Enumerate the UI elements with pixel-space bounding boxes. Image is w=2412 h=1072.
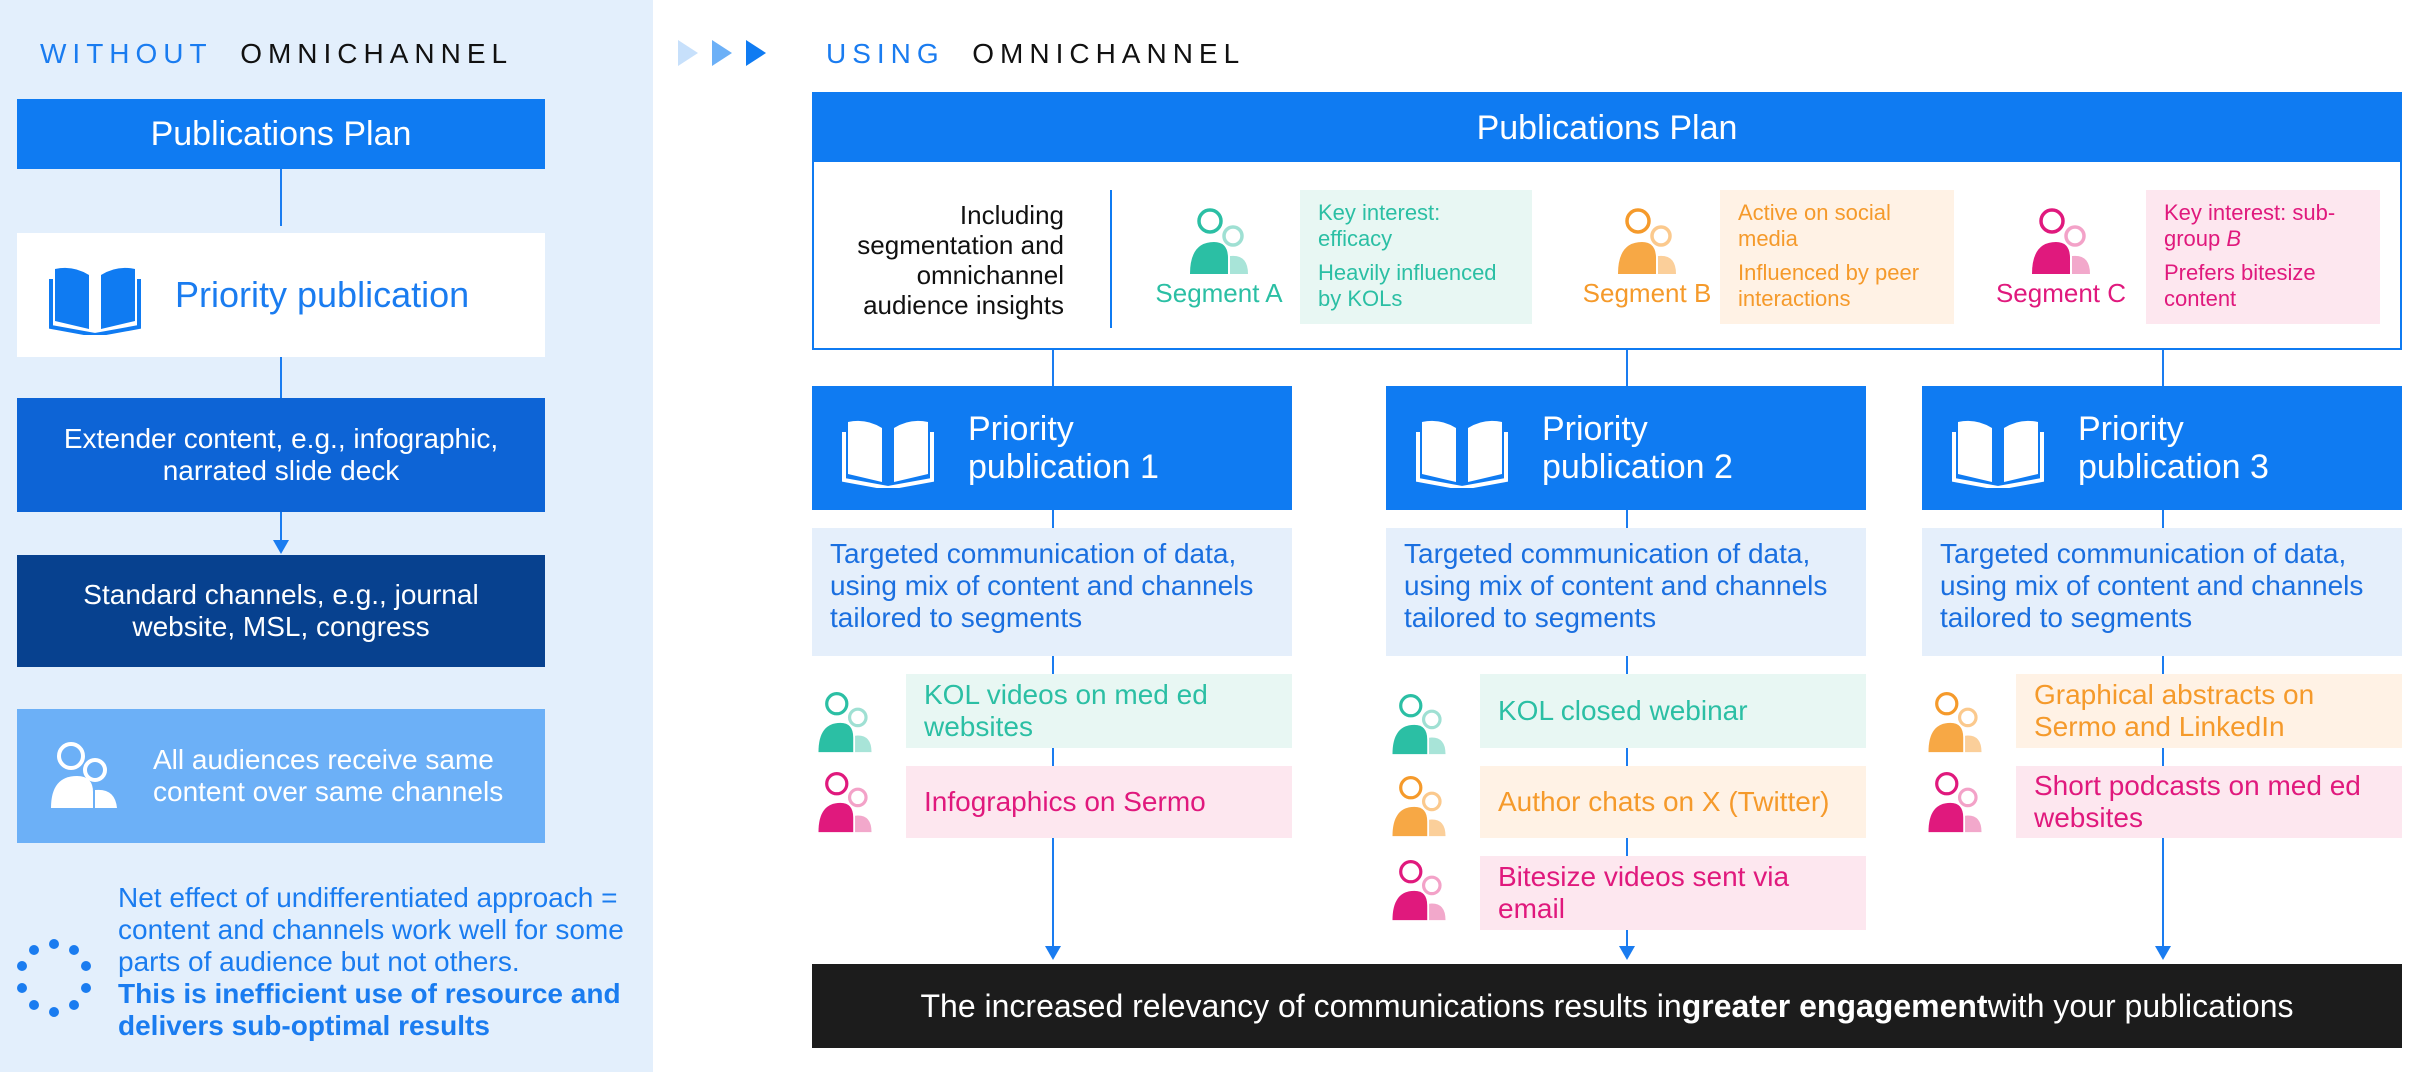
targeted-communication-3: Targeted communication of data, using mi…: [1922, 528, 2402, 656]
book-icon: [1416, 420, 1508, 488]
channel-author-chats: Author chats on X (Twitter): [1480, 766, 1866, 838]
play-arrow-icon: [678, 40, 698, 66]
priority-publication-1: Priority publication 1: [812, 386, 1292, 510]
right-header: USING OMNICHANNEL: [826, 38, 1246, 69]
segment-a-label: Segment A: [1155, 278, 1283, 308]
all-audiences-box: All audiences receive same content over …: [17, 709, 545, 843]
priority-publication-3: Priority publication 3: [1922, 386, 2402, 510]
engagement-footer: The increased relevancy of communication…: [812, 964, 2402, 1048]
targeted-communication-1: Targeted communication of data, using mi…: [812, 528, 1292, 656]
people-icon: [1190, 208, 1248, 274]
book-icon: [1952, 420, 2044, 488]
segment-b-info: Active on social media Influenced by pee…: [1720, 190, 1954, 324]
play-arrows: [676, 38, 768, 68]
people-icon: [51, 742, 117, 808]
right-plan-title: Publications Plan: [814, 94, 2400, 162]
including-text: Including segmentation and omnichannel a…: [857, 200, 1064, 320]
targeted-communication-2: Targeted communication of data, using mi…: [1386, 528, 1866, 656]
people-icon: [1392, 776, 1446, 837]
people-icon: [1392, 694, 1446, 755]
book-icon: [49, 267, 141, 335]
people-icon: [818, 692, 872, 753]
channel-infographics-sermo: Infographics on Sermo: [906, 766, 1292, 838]
left-priority-label: Priority publication: [175, 274, 470, 315]
channel-bitesize-videos: Bitesize videos sent via email: [1480, 856, 1866, 930]
segment-c: Segment C: [1986, 206, 2136, 309]
all-audiences-text: All audiences receive same content over …: [153, 744, 504, 807]
without-omnichannel-panel: WITHOUT OMNICHANNEL Publications Plan Pr…: [0, 0, 653, 1072]
people-icon: [2032, 208, 2090, 274]
divider: [1110, 190, 1112, 328]
people-icon: [1928, 692, 1982, 753]
play-arrow-icon: [712, 40, 732, 66]
right-plan-container: Publications Plan Including segmentation…: [812, 92, 2402, 350]
extender-box: Extender content, e.g., infographic, nar…: [17, 398, 545, 512]
segment-a: Segment A: [1144, 206, 1294, 309]
channel-short-podcasts: Short podcasts on med ed websites: [2016, 766, 2402, 838]
segment-a-info: Key interest: efficacy Heavily influence…: [1300, 190, 1532, 324]
people-icon: [818, 772, 872, 833]
priority-publication-3-label: Priority publication 3: [2078, 410, 2269, 486]
play-arrow-icon: [746, 40, 766, 66]
left-priority-box: Priority publication: [17, 233, 545, 357]
net-effect-text: Net effect of undifferentiated approach …: [118, 882, 624, 1041]
channel-kol-webinar: KOL closed webinar: [1480, 674, 1866, 748]
book-icon: [842, 420, 934, 488]
segment-c-info: Key interest: sub-group B Prefers bitesi…: [2146, 190, 2380, 324]
segment-b-label: Segment B: [1582, 278, 1712, 308]
dotted-circle-icon: [17, 939, 91, 1017]
standard-channels-box: Standard channels, e.g., journal website…: [17, 555, 545, 667]
segment-c-label: Segment C: [1995, 278, 2127, 308]
people-icon: [1618, 208, 1676, 274]
priority-publication-2: Priority publication 2: [1386, 386, 1866, 510]
left-plan-box: Publications Plan: [17, 99, 545, 169]
segment-b: Segment B: [1572, 206, 1722, 309]
channel-kol-videos: KOL videos on med ed websites: [906, 674, 1292, 748]
channel-graphical-abstracts: Graphical abstracts on Sermo and LinkedI…: [2016, 674, 2402, 748]
people-icon: [1392, 860, 1446, 921]
priority-publication-1-label: Priority publication 1: [968, 410, 1159, 486]
priority-publication-2-label: Priority publication 2: [1542, 410, 1733, 486]
left-header: WITHOUT OMNICHANNEL: [40, 38, 514, 69]
people-icon: [1928, 772, 1982, 833]
